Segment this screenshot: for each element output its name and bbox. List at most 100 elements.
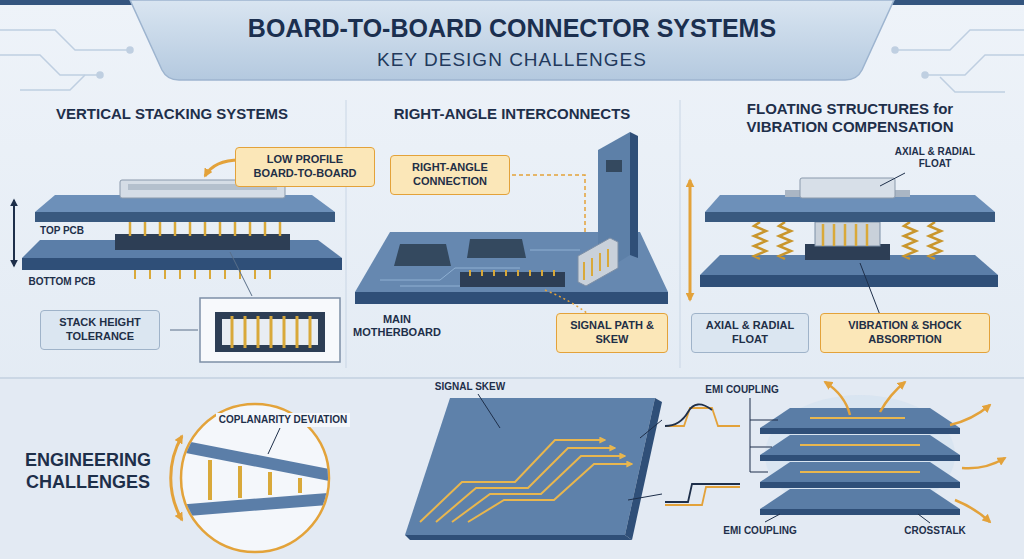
circuit-decoration [127,47,133,53]
callout-box: LOW PROFILE BOARD-TO-BOARD [235,147,375,187]
circuit-decoration [20,75,85,90]
motherboard [583,262,585,280]
layer-stack [765,514,780,522]
motherboard [541,270,543,276]
stacked-boards [115,234,290,250]
skew-board [628,494,662,500]
skew-board [665,487,740,505]
layer-stack [810,417,905,419]
part-label: AXIAL & RADIAL FLOAT [885,146,985,170]
stacked-boards [129,222,132,236]
title-banner [130,0,894,80]
stacked-boards [135,270,270,279]
stacked-boards [219,222,222,236]
motherboard [599,253,601,271]
coplanarity-figure [238,466,242,498]
stacked-boards [194,270,196,279]
stacked-boards [204,222,207,236]
detail-inset [283,316,286,348]
floating-connector [689,180,692,300]
skew-board [420,440,605,522]
floating-connector [880,173,905,186]
skew-board [468,464,632,522]
section-heading: VERTICAL STACKING SYSTEMS [56,105,288,123]
stacked-boards [179,270,181,279]
problem-label: SIGNAL SKEW [432,380,508,394]
motherboard [467,239,526,258]
stacked-boards [254,270,256,279]
detail-inset [232,316,310,348]
motherboard [470,270,554,276]
layer-stack [760,489,960,509]
floating-connector [800,178,895,198]
motherboard [553,270,555,276]
layer-stack [950,405,990,425]
subtitle: KEY DESIGN CHALLENGES [377,49,647,72]
background [346,100,347,368]
circuit-decoration [0,30,130,50]
callout-box: VIBRATION & SHOCK ABSORPTION [820,313,990,353]
motherboard [469,270,471,276]
motherboard [545,290,588,314]
background [0,378,1024,559]
motherboard [607,249,609,267]
stacked-boards [130,222,280,236]
callout-text: AXIAL & RADIAL FLOAT [700,319,800,347]
problem-label: EMI COUPLING [720,524,799,538]
skew-board [665,404,712,426]
section-heading: ENGINEERING CHALLENGES [8,450,168,493]
layer-stack [760,509,960,515]
floating-connector [815,222,880,246]
stacked-boards [209,270,211,279]
skew-board [405,535,632,540]
layer-stack [825,382,1005,522]
problem-label: CROSSTALK [901,524,968,538]
detail-inset [296,316,299,348]
skew-board [625,398,662,540]
main-title: BOARD-TO-BOARD CONNECTOR SYSTEMS [248,13,776,43]
stacked-boards [159,222,162,236]
part-label: BOTTOM PCB [28,276,95,288]
title-banner [0,0,1024,80]
floating-connector [860,263,880,315]
detail-inset [257,316,260,348]
stacked-boards [249,222,252,236]
circuit-decoration [895,30,1024,50]
layer-stack [760,462,960,482]
callout-text: RIGHT-ANGLE CONNECTION [399,161,501,189]
detail-inset [231,316,234,348]
part-label: MAIN MOTHERBOARD [347,313,447,339]
detail-inset [244,316,247,348]
layer-stack [800,444,920,446]
detail-inset [170,252,340,362]
coplanarity-figure [268,428,280,454]
stacked-boards [269,270,271,279]
layer-stack [750,398,778,472]
stacked-boards [149,270,151,279]
floating-connector [833,224,836,246]
stacked-boards [22,258,342,270]
layer-stack [880,382,905,412]
floating-connector [754,222,941,259]
coplanarity-figure [210,460,300,500]
skew-board [405,394,740,540]
floating-connector [904,222,916,259]
section-heading: RIGHT-ANGLE INTERCONNECTS [394,105,631,123]
problem-label: EMI COUPLING [702,383,781,397]
layer-stack [760,455,960,461]
detail-inset [230,252,252,296]
motherboard [505,270,507,276]
skew-board [478,394,500,428]
layer-stack [955,500,990,522]
skew-board [452,456,625,522]
coplanarity-figure [268,472,272,495]
motherboard [355,292,668,304]
motherboard [530,250,580,251]
section-heading: FLOATING STRUCTURES for VIBRATION COMPEN… [730,100,970,136]
floating-connector [866,224,869,246]
callout-text: LOW PROFILE BOARD-TO-BOARD [244,153,366,181]
motherboard [493,270,495,276]
